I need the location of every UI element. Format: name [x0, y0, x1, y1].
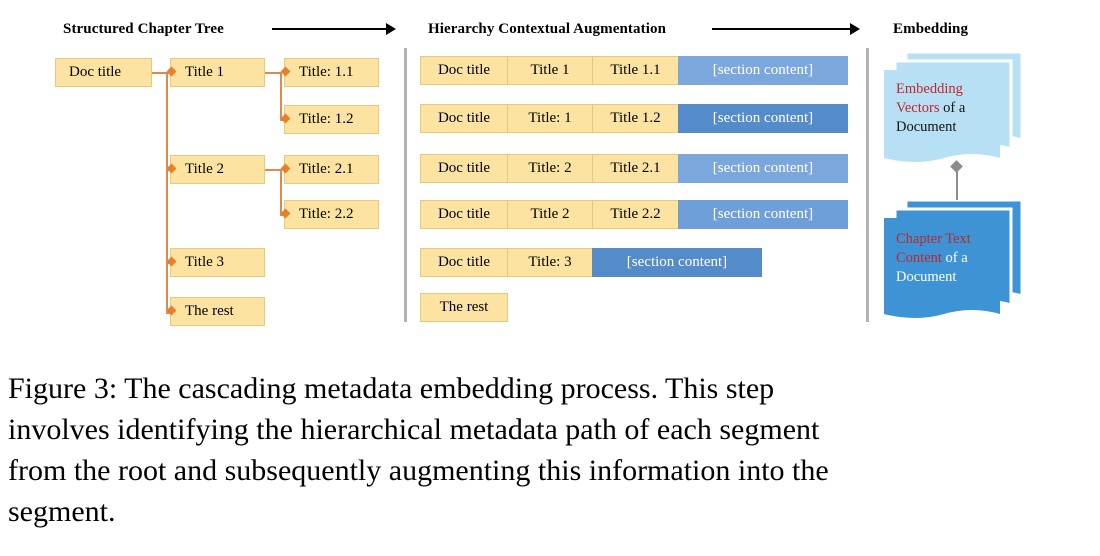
document-stack-text: Chapter Text Content of a Document — [896, 230, 971, 287]
caption-line: segment. — [8, 495, 116, 528]
tree-node-title-2[interactable]: Title 2 — [170, 155, 265, 184]
document-stack-text: Embedding Vectors of a Document — [896, 80, 965, 137]
tree-node-label: Title: 1.1 — [299, 64, 354, 80]
augmented-cell-content: [section content] — [678, 154, 848, 183]
tree-node-doc-title[interactable]: Doc title — [55, 58, 152, 87]
panel-header-structured-chapter-tree: Structured Chapter Tree — [63, 21, 224, 37]
tree-node-title-2-2[interactable]: Title: 2.2 — [284, 200, 379, 229]
stack-connector-line — [956, 166, 958, 206]
tree-node-label: Title 2 — [185, 161, 225, 177]
caption-line: Figure 3: The cascading metadata embeddi… — [8, 372, 775, 405]
tree-edge — [264, 72, 282, 74]
doc-text-rest: of a — [941, 250, 968, 266]
augmented-cell-meta: Title 1.2 — [592, 104, 679, 133]
tree-node-title-1-2[interactable]: Title: 1.2 — [284, 105, 379, 134]
augmented-cell-meta: Title: 1 — [507, 104, 593, 133]
document-stack-embedding-vectors[interactable]: Embedding Vectors of a Document — [884, 52, 1024, 170]
tree-node-label: Title 1 — [185, 64, 225, 80]
figure-caption: Figure 3: The cascading metadata embeddi… — [8, 368, 1092, 532]
tree-node-title-1[interactable]: Title 1 — [170, 58, 265, 87]
augmented-cell-meta: Title: 3 — [507, 248, 593, 277]
tree-node-label: Title: 2.2 — [299, 206, 354, 222]
tree-edge — [280, 169, 282, 215]
augmented-cell-meta: Title 2.1 — [592, 154, 679, 183]
panel-divider-1 — [404, 48, 407, 322]
augmented-cell-meta: Doc title — [420, 200, 508, 229]
augmented-cell-content: [section content] — [592, 248, 762, 277]
flow-arrow-icon-1 — [272, 23, 396, 35]
augmented-cell-content: [section content] — [678, 56, 848, 85]
doc-text-line: Document — [896, 119, 957, 135]
tree-node-label: Title: 1.2 — [299, 111, 354, 127]
augmented-cell-content: [section content] — [678, 200, 848, 229]
doc-text-highlight: Vectors — [896, 100, 940, 116]
augmented-cell-meta: Title 2 — [507, 200, 593, 229]
tree-edge — [264, 169, 282, 171]
doc-text-line: Document — [896, 269, 957, 285]
figure-diagram: Structured Chapter Tree Hierarchy Contex… — [55, 21, 1024, 326]
doc-text-highlight: Embedding — [896, 81, 963, 97]
augmented-cell-meta: Doc title — [420, 248, 508, 277]
augmented-cell-meta: Doc title — [420, 104, 508, 133]
tree-edge — [280, 72, 282, 120]
augmented-cell-meta: Title 1.1 — [592, 56, 679, 85]
augmented-cell-meta: The rest — [420, 293, 508, 322]
doc-text-highlight: Content — [896, 250, 942, 266]
augmented-cell-meta: Title 2.2 — [592, 200, 679, 229]
augmented-cell-meta: Doc title — [420, 56, 508, 85]
tree-edge-trunk — [166, 72, 168, 314]
augmented-cell-meta: Title 1 — [507, 56, 593, 85]
panel-header-hierarchy-contextual-augmentation: Hierarchy Contextual Augmentation — [428, 21, 667, 37]
caption-line: from the root and subsequently augmentin… — [8, 454, 829, 487]
tree-node-title-3[interactable]: Title 3 — [170, 248, 265, 277]
tree-node-label: Title 3 — [185, 254, 225, 270]
panel-header-embedding: Embedding — [893, 21, 969, 37]
flow-arrow-icon-2 — [712, 23, 860, 35]
tree-node-the-rest[interactable]: The rest — [170, 297, 265, 326]
caption-line: involves identifying the hierarchical me… — [8, 413, 820, 446]
tree-node-label: Title: 2.1 — [299, 161, 354, 177]
doc-text-highlight: Chapter Text — [896, 231, 971, 247]
document-stack-chapter-text-content[interactable]: Chapter Text Content of a Document — [884, 200, 1024, 326]
doc-text-rest: of a — [939, 100, 966, 116]
tree-node-title-2-1[interactable]: Title: 2.1 — [284, 155, 379, 184]
tree-node-label: The rest — [185, 303, 234, 319]
augmented-cell-meta: Title: 2 — [507, 154, 593, 183]
tree-node-title-1-1[interactable]: Title: 1.1 — [284, 58, 379, 87]
tree-node-label: Doc title — [69, 64, 122, 80]
augmented-cell-meta: Doc title — [420, 154, 508, 183]
tree-edge — [151, 72, 168, 74]
panel-divider-2 — [866, 48, 869, 322]
augmented-cell-content: [section content] — [678, 104, 848, 133]
